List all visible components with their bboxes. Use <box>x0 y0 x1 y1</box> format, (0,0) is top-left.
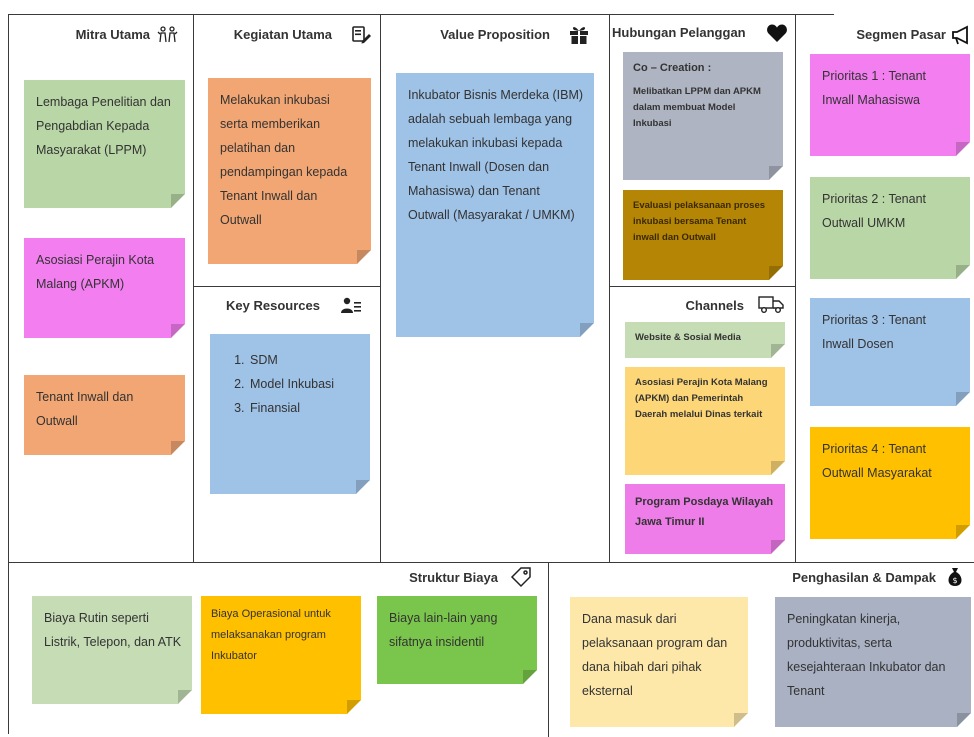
kegiatan-note: Melakukan inkubasi serta memberikan pela… <box>208 78 371 264</box>
mitra-note-lppm: Lembaga Penelitian dan Pengabdian Kepada… <box>24 80 185 208</box>
segmen-note-prioritas-4: Prioritas 4 : Tenant Outwall Masyarakat <box>810 427 970 539</box>
divider-kegiatan-resources <box>193 286 380 287</box>
co-creation-heading: Co – Creation : <box>633 62 712 74</box>
divider-value-hubungan <box>609 14 610 562</box>
divider-hubungan-segmen <box>795 14 796 562</box>
mitra-note-apkm: Asosiasi Perajin Kota Malang (APKM) <box>24 238 185 338</box>
segmen-pasar-title: Segmen Pasar <box>856 27 946 42</box>
dampak-note: Peningkatan kinerja, produktivitas, sert… <box>775 597 971 727</box>
left-border <box>8 14 9 734</box>
gift-icon <box>568 23 590 45</box>
co-creation-text: Melibatkan LPPM dan APKM dalam membuat M… <box>633 86 761 129</box>
struktur-biaya-title: Struktur Biaya <box>409 570 498 585</box>
value-proposition-title: Value Proposition <box>440 27 550 42</box>
biaya-rutin-note: Biaya Rutin seperti Listrik, Telepon, da… <box>32 596 192 704</box>
money-bag-icon: $ <box>944 566 966 588</box>
channel-posdaya-note: Program Posdaya Wilayah Jawa Timur II <box>625 484 785 554</box>
checklist-pen-icon <box>350 24 372 46</box>
person-list-icon <box>340 295 362 317</box>
hubungan-pelanggan-title: Hubungan Pelanggan <box>612 25 746 40</box>
value-proposition-note: Inkubator Bisnis Merdeka (IBM) adalah se… <box>396 73 594 337</box>
divider-middle-horizontal <box>8 562 974 563</box>
divider-hubungan-channels <box>609 286 795 287</box>
segmen-note-prioritas-3: Prioritas 3 : Tenant Inwall Dosen <box>810 298 970 406</box>
price-tag-icon <box>510 566 532 588</box>
co-creation-note: Co – Creation : Melibatkan LPPM dan APKM… <box>623 52 783 180</box>
key-resources-list: SDM Model Inkubasi Finansial <box>222 348 360 420</box>
resource-item: Finansial <box>248 396 360 420</box>
people-icon <box>157 24 179 46</box>
key-resources-title: Key Resources <box>226 298 320 313</box>
mitra-utama-title: Mitra Utama <box>75 27 150 42</box>
segmen-note-prioritas-1: Prioritas 1 : Tenant Inwall Mahasiswa <box>810 54 970 156</box>
truck-icon <box>758 293 784 315</box>
key-resources-note: SDM Model Inkubasi Finansial <box>210 334 370 494</box>
biaya-lain-note: Biaya lain-lain yang sifatnya insidentil <box>377 596 537 684</box>
divider-biaya-penghasilan <box>548 562 549 737</box>
heart-icon <box>766 22 788 44</box>
penghasilan-dampak-title: Penghasilan & Dampak <box>792 570 936 585</box>
channel-apkm-note: Asosiasi Perajin Kota Malang (APKM) dan … <box>625 367 785 475</box>
resource-item: SDM <box>248 348 360 372</box>
channel-website-note: Website & Sosial Media <box>625 322 785 358</box>
top-border <box>8 14 834 15</box>
evaluasi-note: Evaluasi pelaksanaan proses inkubasi ber… <box>623 190 783 280</box>
svg-text:$: $ <box>952 576 957 585</box>
divider-kegiatan-value <box>380 14 381 562</box>
penghasilan-dana-note: Dana masuk dari pelaksanaan program dan … <box>570 597 748 727</box>
divider-mitra-kegiatan <box>193 14 194 562</box>
kegiatan-utama-title: Kegiatan Utama <box>233 27 332 42</box>
channels-title: Channels <box>685 298 744 313</box>
mitra-note-tenant: Tenant Inwall dan Outwall <box>24 375 185 455</box>
megaphone-icon <box>950 24 972 46</box>
resource-item: Model Inkubasi <box>248 372 360 396</box>
biaya-operasional-note: Biaya Operasional untuk melaksanakan pro… <box>201 596 361 714</box>
segmen-note-prioritas-2: Prioritas 2 : Tenant Outwall UMKM <box>810 177 970 279</box>
